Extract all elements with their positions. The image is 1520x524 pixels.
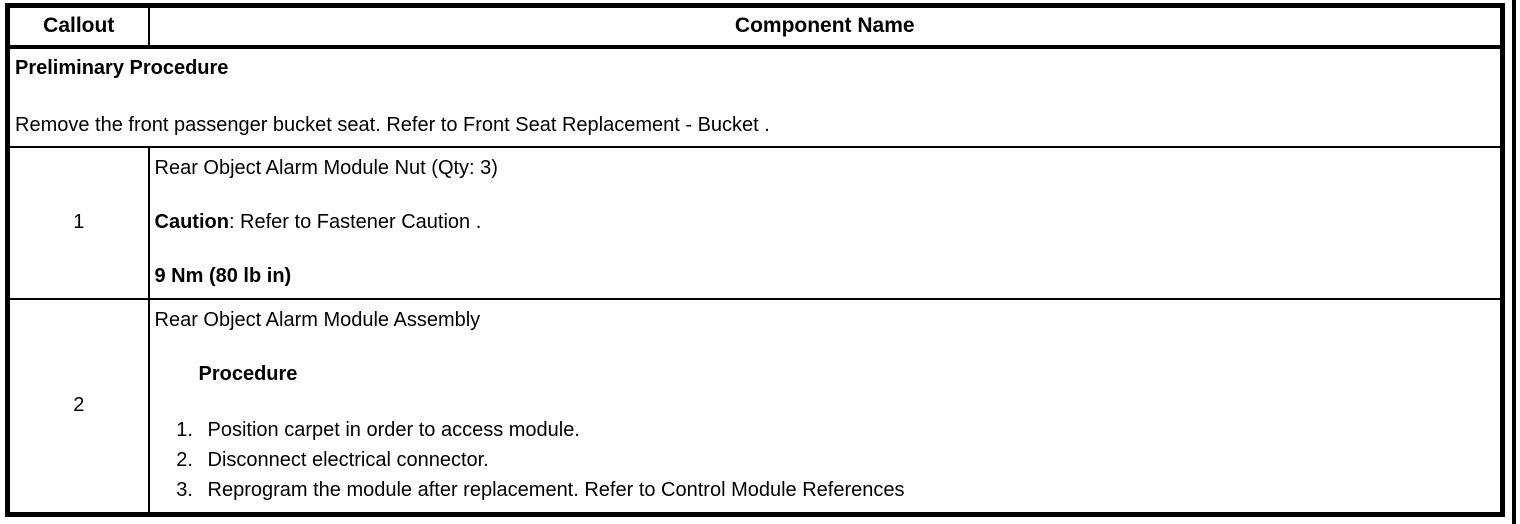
callout-number: 1 xyxy=(6,145,150,300)
callout-number: 2 xyxy=(6,297,150,516)
preliminary-procedure-row: Preliminary Procedure Remove the front p… xyxy=(6,45,1504,148)
page-edge-divider xyxy=(1512,0,1516,524)
component-cell: Rear Object Alarm Module Assembly Proced… xyxy=(147,297,1504,516)
caution-label: Caution xyxy=(154,210,229,233)
procedure-steps: Position carpet in order to access modul… xyxy=(155,419,1495,502)
callout-column-header: Callout xyxy=(6,4,150,49)
component-name: Rear Object Alarm Module Assembly xyxy=(154,308,481,331)
preliminary-procedure-text: Remove the front passenger bucket seat. … xyxy=(15,113,770,136)
component-name: Rear Object Alarm Module Nut (Qty: 3) xyxy=(154,156,498,179)
caution-note: Caution: Refer to Fastener Caution . xyxy=(155,211,1495,234)
procedure-step: Reprogram the module after replacement. … xyxy=(199,479,1495,502)
torque-spec: 9 Nm (80 lb in) xyxy=(154,264,292,287)
component-name-column-header: Component Name xyxy=(147,4,1504,49)
procedure-step: Position carpet in order to access modul… xyxy=(199,419,1495,442)
component-cell: Rear Object Alarm Module Nut (Qty: 3) Ca… xyxy=(147,145,1504,300)
caution-text: : Refer to Fastener Caution . xyxy=(228,210,482,233)
table-row: 1 Rear Object Alarm Module Nut (Qty: 3) … xyxy=(6,145,1504,300)
preliminary-procedure-cell: Preliminary Procedure Remove the front p… xyxy=(6,45,1504,148)
procedure-step: Disconnect electrical connector. xyxy=(199,449,1495,472)
preliminary-procedure-title: Preliminary Procedure xyxy=(15,56,229,79)
component-callout-table: Callout Component Name Preliminary Proce… xyxy=(5,3,1505,517)
table-header-row: Callout Component Name xyxy=(6,4,1504,49)
table-row: 2 Rear Object Alarm Module Assembly Proc… xyxy=(6,297,1504,516)
procedure-heading: Procedure xyxy=(198,362,298,385)
